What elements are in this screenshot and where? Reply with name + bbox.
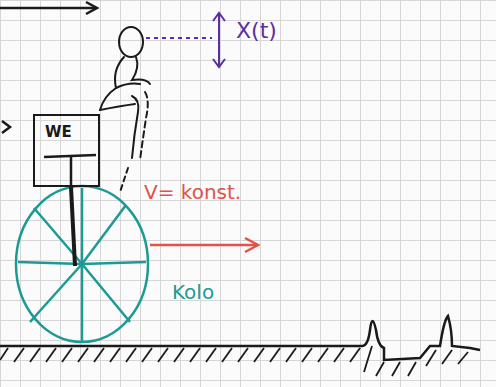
rider-figure (100, 27, 150, 192)
axle-rod (71, 187, 75, 266)
wheel (16, 186, 148, 342)
box-label: WE (45, 123, 72, 141)
partial-arrow (0, 2, 97, 14)
piston (44, 155, 96, 187)
velocity-label: V= konst. (144, 180, 241, 204)
wheel-label: Kolo (172, 280, 214, 304)
housing-box: WE (33, 114, 100, 187)
ground (0, 316, 480, 376)
velocity-arrow (150, 238, 258, 252)
displacement-label: X(t) (236, 18, 277, 43)
partial-arrow-head (2, 121, 10, 133)
displacement-arrow (146, 13, 225, 67)
